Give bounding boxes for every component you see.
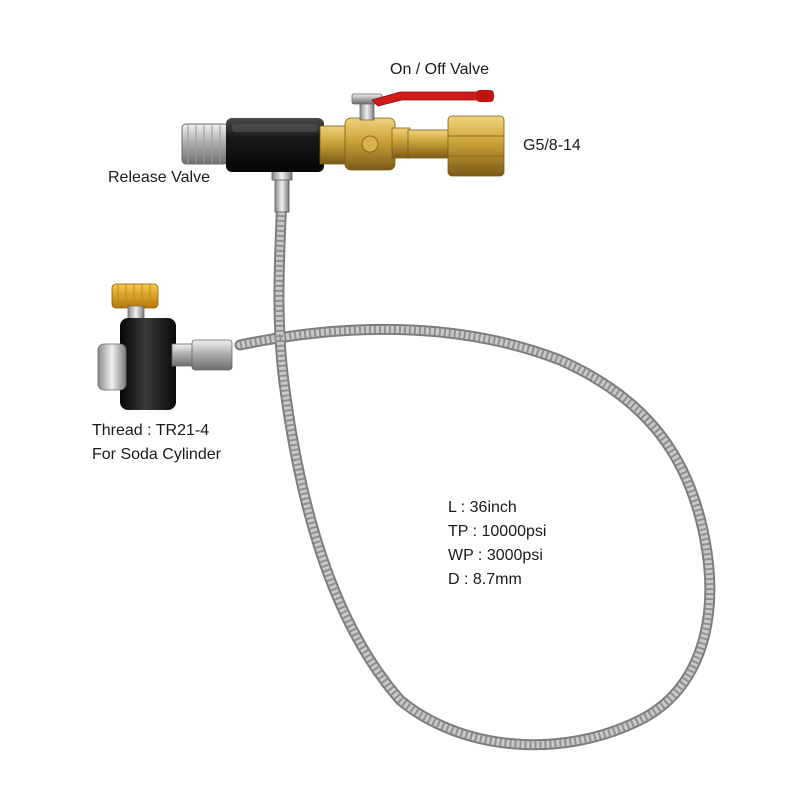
spec-length: L : 36inch: [448, 499, 517, 516]
hose-top-ferrule: [271, 167, 293, 213]
g58-fitting: [407, 115, 505, 177]
fitting-thread-label: G5/8-14: [523, 137, 581, 154]
spec-test-pressure: TP : 10000psi: [448, 523, 547, 540]
release-valve-label: Release Valve: [108, 169, 210, 186]
valve-lever-handle[interactable]: [371, 90, 494, 107]
soda-cylinder-label: For Soda Cylinder: [92, 446, 221, 463]
spec-list: L : 36inch TP : 10000psi WP : 3000psi D …: [448, 496, 546, 592]
thread-label: Thread : TR21-4: [92, 422, 210, 439]
spec-diameter: D : 8.7mm: [448, 571, 522, 588]
on-off-valve-label: On / Off Valve: [390, 61, 490, 78]
soda-cylinder-adapter: [97, 283, 233, 410]
spec-working-pressure: WP : 3000psi: [448, 547, 543, 564]
ball-valve-brass: [319, 93, 411, 171]
release-valve-body: [226, 118, 324, 172]
braided-hose: [234, 189, 716, 751]
release-valve-knob: [181, 123, 229, 165]
